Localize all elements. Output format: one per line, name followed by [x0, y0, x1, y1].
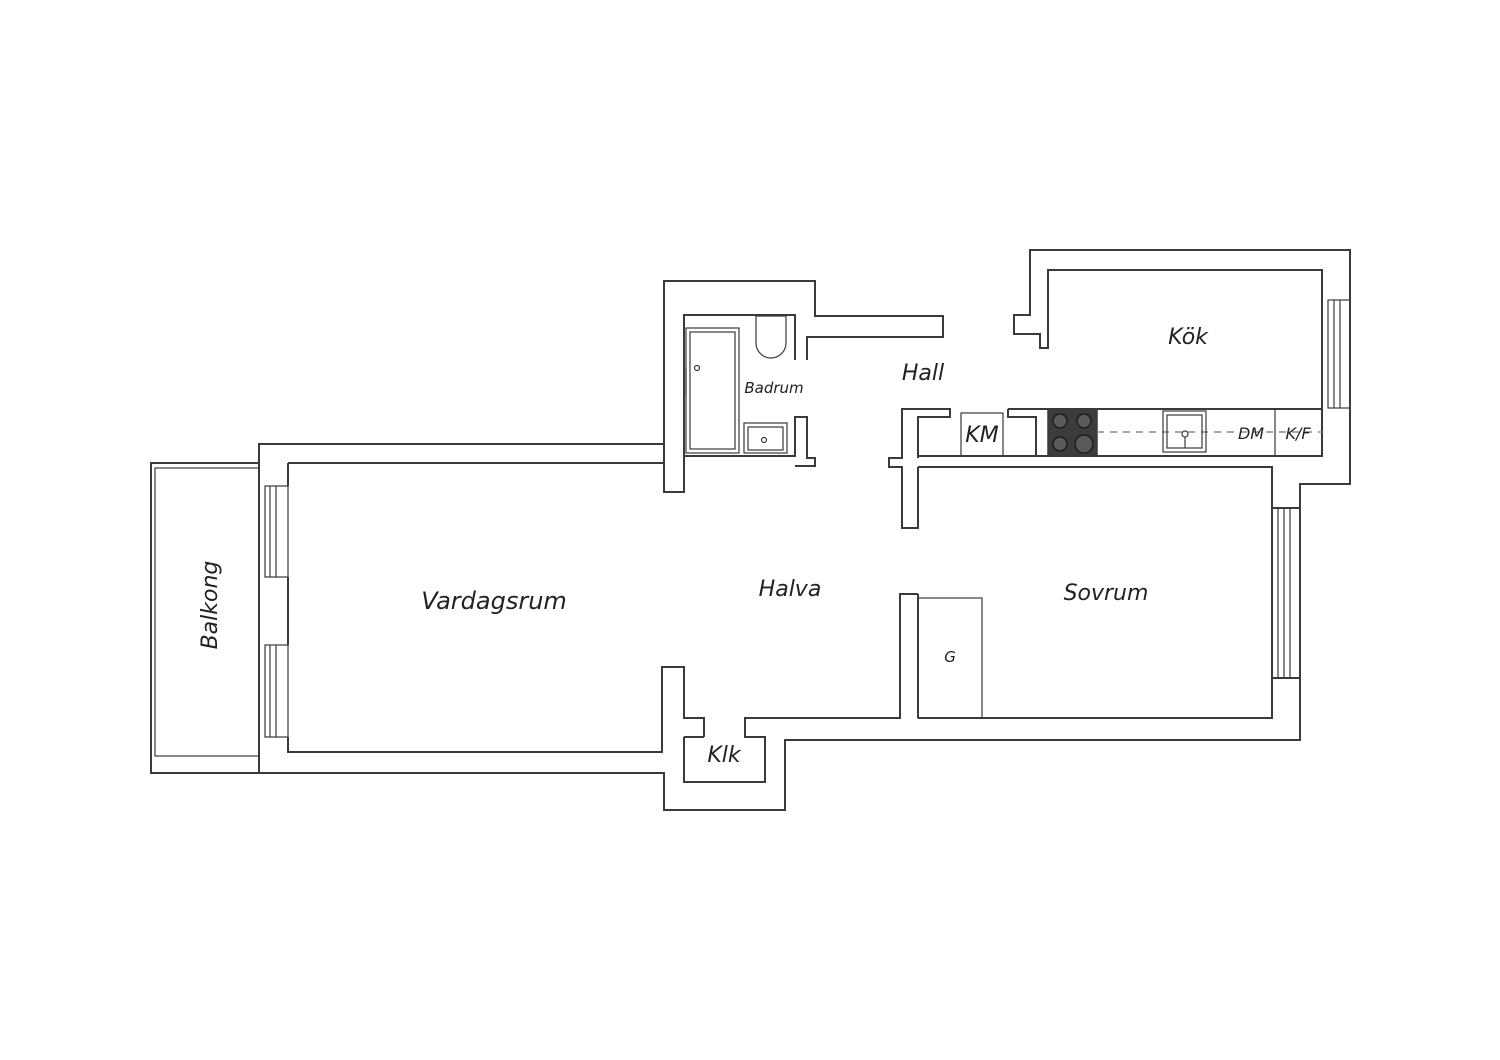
room-label-balkong: Balkong — [198, 561, 223, 650]
fixture-label-g: G — [944, 648, 956, 666]
wardrobe-g-icon — [917, 597, 983, 719]
kitchen-counter — [918, 408, 1323, 457]
windows — [264, 299, 1351, 738]
fixture-label-dm: DM — [1238, 424, 1264, 443]
room-label-klk: Klk — [707, 743, 742, 768]
room-label-halva: Halva — [759, 577, 822, 602]
toilet-icon — [755, 315, 787, 359]
sink-icon — [743, 422, 788, 454]
bathroom — [684, 315, 816, 467]
dishwasher-km-icon — [960, 412, 1004, 457]
outer-walls — [258, 249, 1351, 811]
room-label-sovrum: Sovrum — [1064, 581, 1149, 606]
kitchen-sink-icon — [1162, 410, 1207, 453]
room-label-hall: Hall — [902, 361, 944, 386]
room-label-kok: Kök — [1168, 325, 1209, 350]
fixture-label-kf: K/F — [1285, 424, 1311, 443]
room-label-vardagsrum: Vardagsrum — [421, 587, 567, 615]
fixture-label-km: KM — [965, 423, 998, 448]
room-label-badrum: Badrum — [744, 379, 803, 397]
bathtub-icon — [685, 327, 740, 454]
